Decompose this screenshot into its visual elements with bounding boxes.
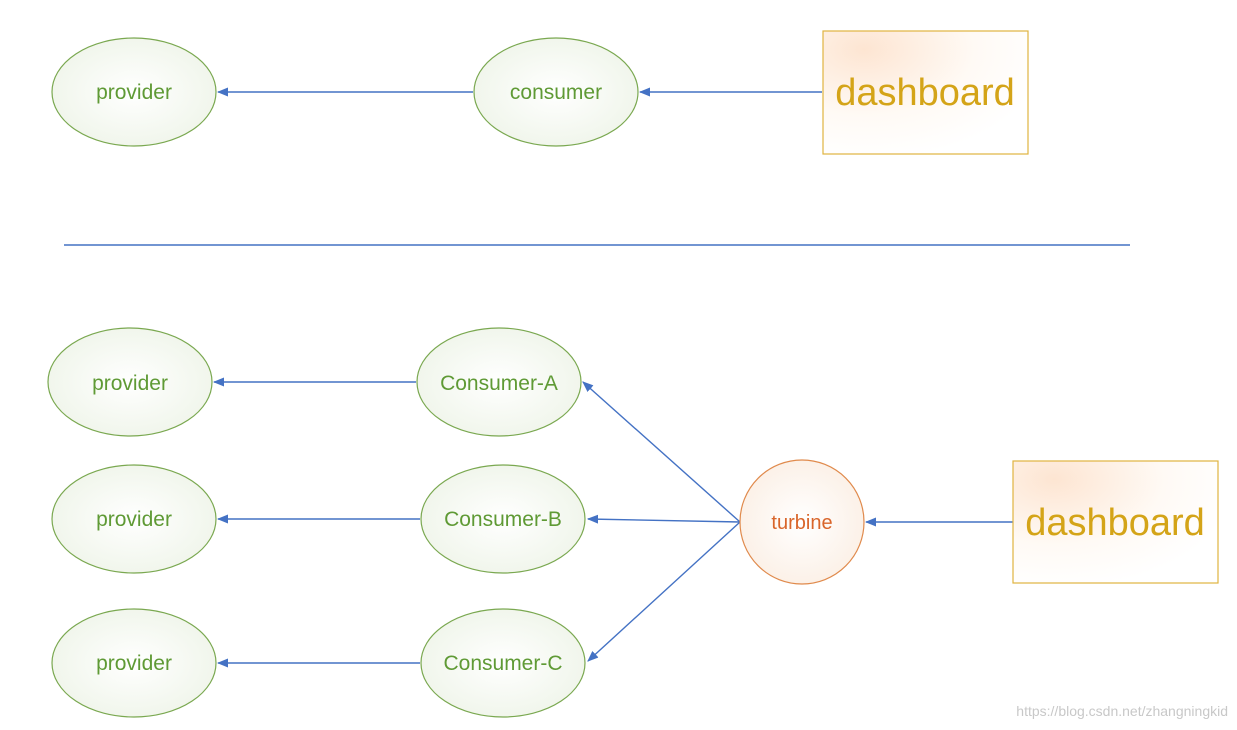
arrow-turbine-to-consumer-c (587, 521, 741, 662)
consumer-b-label: Consumer-B (444, 508, 562, 531)
arrow-turbine-to-consumer-b (586, 514, 741, 524)
top-section: provider consumer dashboard (51, 30, 1029, 155)
top-consumer-label: consumer (510, 81, 602, 104)
top-provider-label: provider (96, 81, 172, 104)
provider-label-2: provider (96, 508, 172, 531)
turbine-label: turbine (771, 512, 832, 534)
provider-node-3: provider (51, 608, 217, 718)
provider-label-1: provider (92, 372, 168, 395)
provider-label-3: provider (96, 652, 172, 675)
consumer-a-node: Consumer-A (416, 327, 582, 437)
top-provider-node: provider (51, 37, 217, 147)
turbine-node: turbine (739, 459, 865, 585)
consumer-b-node: Consumer-B (420, 464, 586, 574)
top-consumer-node: consumer (473, 37, 639, 147)
consumer-a-label: Consumer-A (440, 372, 558, 395)
consumer-c-node: Consumer-C (420, 608, 586, 718)
top-dashboard-node: dashboard (822, 30, 1029, 155)
bottom-dashboard-label: dashboard (1025, 502, 1205, 544)
provider-node-2: provider (51, 464, 217, 574)
watermark-text: https://blog.csdn.net/zhangningkid (1016, 703, 1228, 719)
bottom-dashboard-node: dashboard (1012, 460, 1219, 584)
arrow-turbine-to-consumer-a (582, 381, 741, 523)
provider-node-1: provider (47, 327, 213, 437)
top-dashboard-label: dashboard (835, 72, 1015, 114)
consumer-c-label: Consumer-C (443, 652, 562, 675)
bottom-section: provider provider provider Consumer-A Co… (47, 327, 1219, 718)
